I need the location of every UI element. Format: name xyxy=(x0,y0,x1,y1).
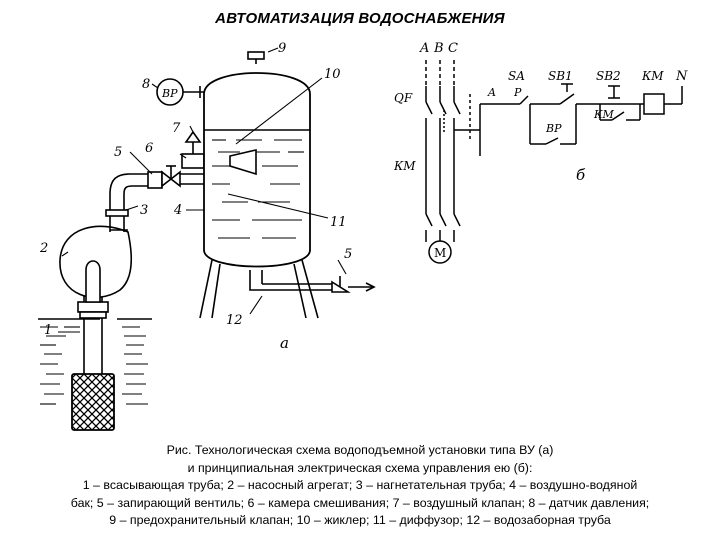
button-sb2-label: SB2 xyxy=(596,69,621,83)
leader-lines xyxy=(58,47,347,333)
motor-label: M xyxy=(434,246,446,260)
electrical-labels: A B C N QF SA A Р SB1 SB2 КМ КМ ВР КМ M … xyxy=(393,41,688,260)
switch-sa-manual-label: Р xyxy=(513,86,522,99)
label-5-outlet: 5 xyxy=(344,247,352,262)
label-10: 10 xyxy=(324,67,341,82)
caption-line-1: Рис. Технологическая схема водоподъемной… xyxy=(166,443,554,457)
figure-caption: Рис. Технологическая схема водоподъемной… xyxy=(22,442,698,530)
phase-c-label: C xyxy=(448,41,458,56)
label-9: 9 xyxy=(278,41,286,56)
label-3: 3 xyxy=(140,203,148,218)
discharge-pipe xyxy=(105,173,160,232)
label-8: 8 xyxy=(142,77,150,92)
switch-sa-auto-label: A xyxy=(487,86,496,99)
air-water-tank xyxy=(199,51,376,319)
label-4: 4 xyxy=(173,203,182,218)
button-sb1-label: SB1 xyxy=(548,69,573,83)
phase-b-label: B xyxy=(433,41,444,56)
label-12: 12 xyxy=(226,313,243,328)
caption-line-2: и принципиальная электрическая схема упр… xyxy=(187,460,533,475)
label-1: 1 xyxy=(44,323,52,338)
label-2: 2 xyxy=(39,241,48,256)
caption-line-5: 9 – предохранительный клапан; 10 – жикле… xyxy=(109,513,611,527)
part-b-label: б xyxy=(576,166,586,184)
switch-sa-label: SA xyxy=(508,69,525,83)
page-title: АВТОМАТИЗАЦИЯ ВОДОСНАБЖЕНИЯ xyxy=(215,10,505,27)
caption-line-3: 1 – всасывающая труба; 2 – насосный агре… xyxy=(82,478,638,492)
hydraulic-scheme xyxy=(38,47,376,431)
electrical-scheme xyxy=(425,60,683,264)
coil-km-label: КМ xyxy=(641,69,664,83)
breaker-label: QF xyxy=(394,91,413,105)
hydraulic-labels: 1 2 3 4 5 6 7 8 9 10 11 12 5 ВР а xyxy=(39,41,352,352)
pressure-sensor xyxy=(156,78,204,106)
label-6: 6 xyxy=(145,141,153,156)
suction-pipe xyxy=(71,264,115,431)
contact-km-label: КМ xyxy=(593,108,615,121)
part-a-label: а xyxy=(280,334,289,352)
well-water xyxy=(38,318,152,405)
shutoff-valve xyxy=(147,165,204,189)
pressure-contact-label: ВР xyxy=(545,122,562,135)
label-5: 5 xyxy=(114,145,122,160)
phase-a-label: A xyxy=(419,41,429,56)
caption-line-4: бак; 5 – запирающий вентиль; 6 – камера … xyxy=(70,495,650,510)
label-11: 11 xyxy=(330,215,347,230)
contactor-km-label: КМ xyxy=(393,159,416,173)
neutral-label: N xyxy=(675,69,688,84)
label-7: 7 xyxy=(172,121,181,136)
sensor-label: ВР xyxy=(161,87,178,100)
pump-unit xyxy=(59,225,133,303)
technological-diagram: 1 2 3 4 5 6 7 8 9 10 11 12 5 ВР а xyxy=(38,41,688,431)
